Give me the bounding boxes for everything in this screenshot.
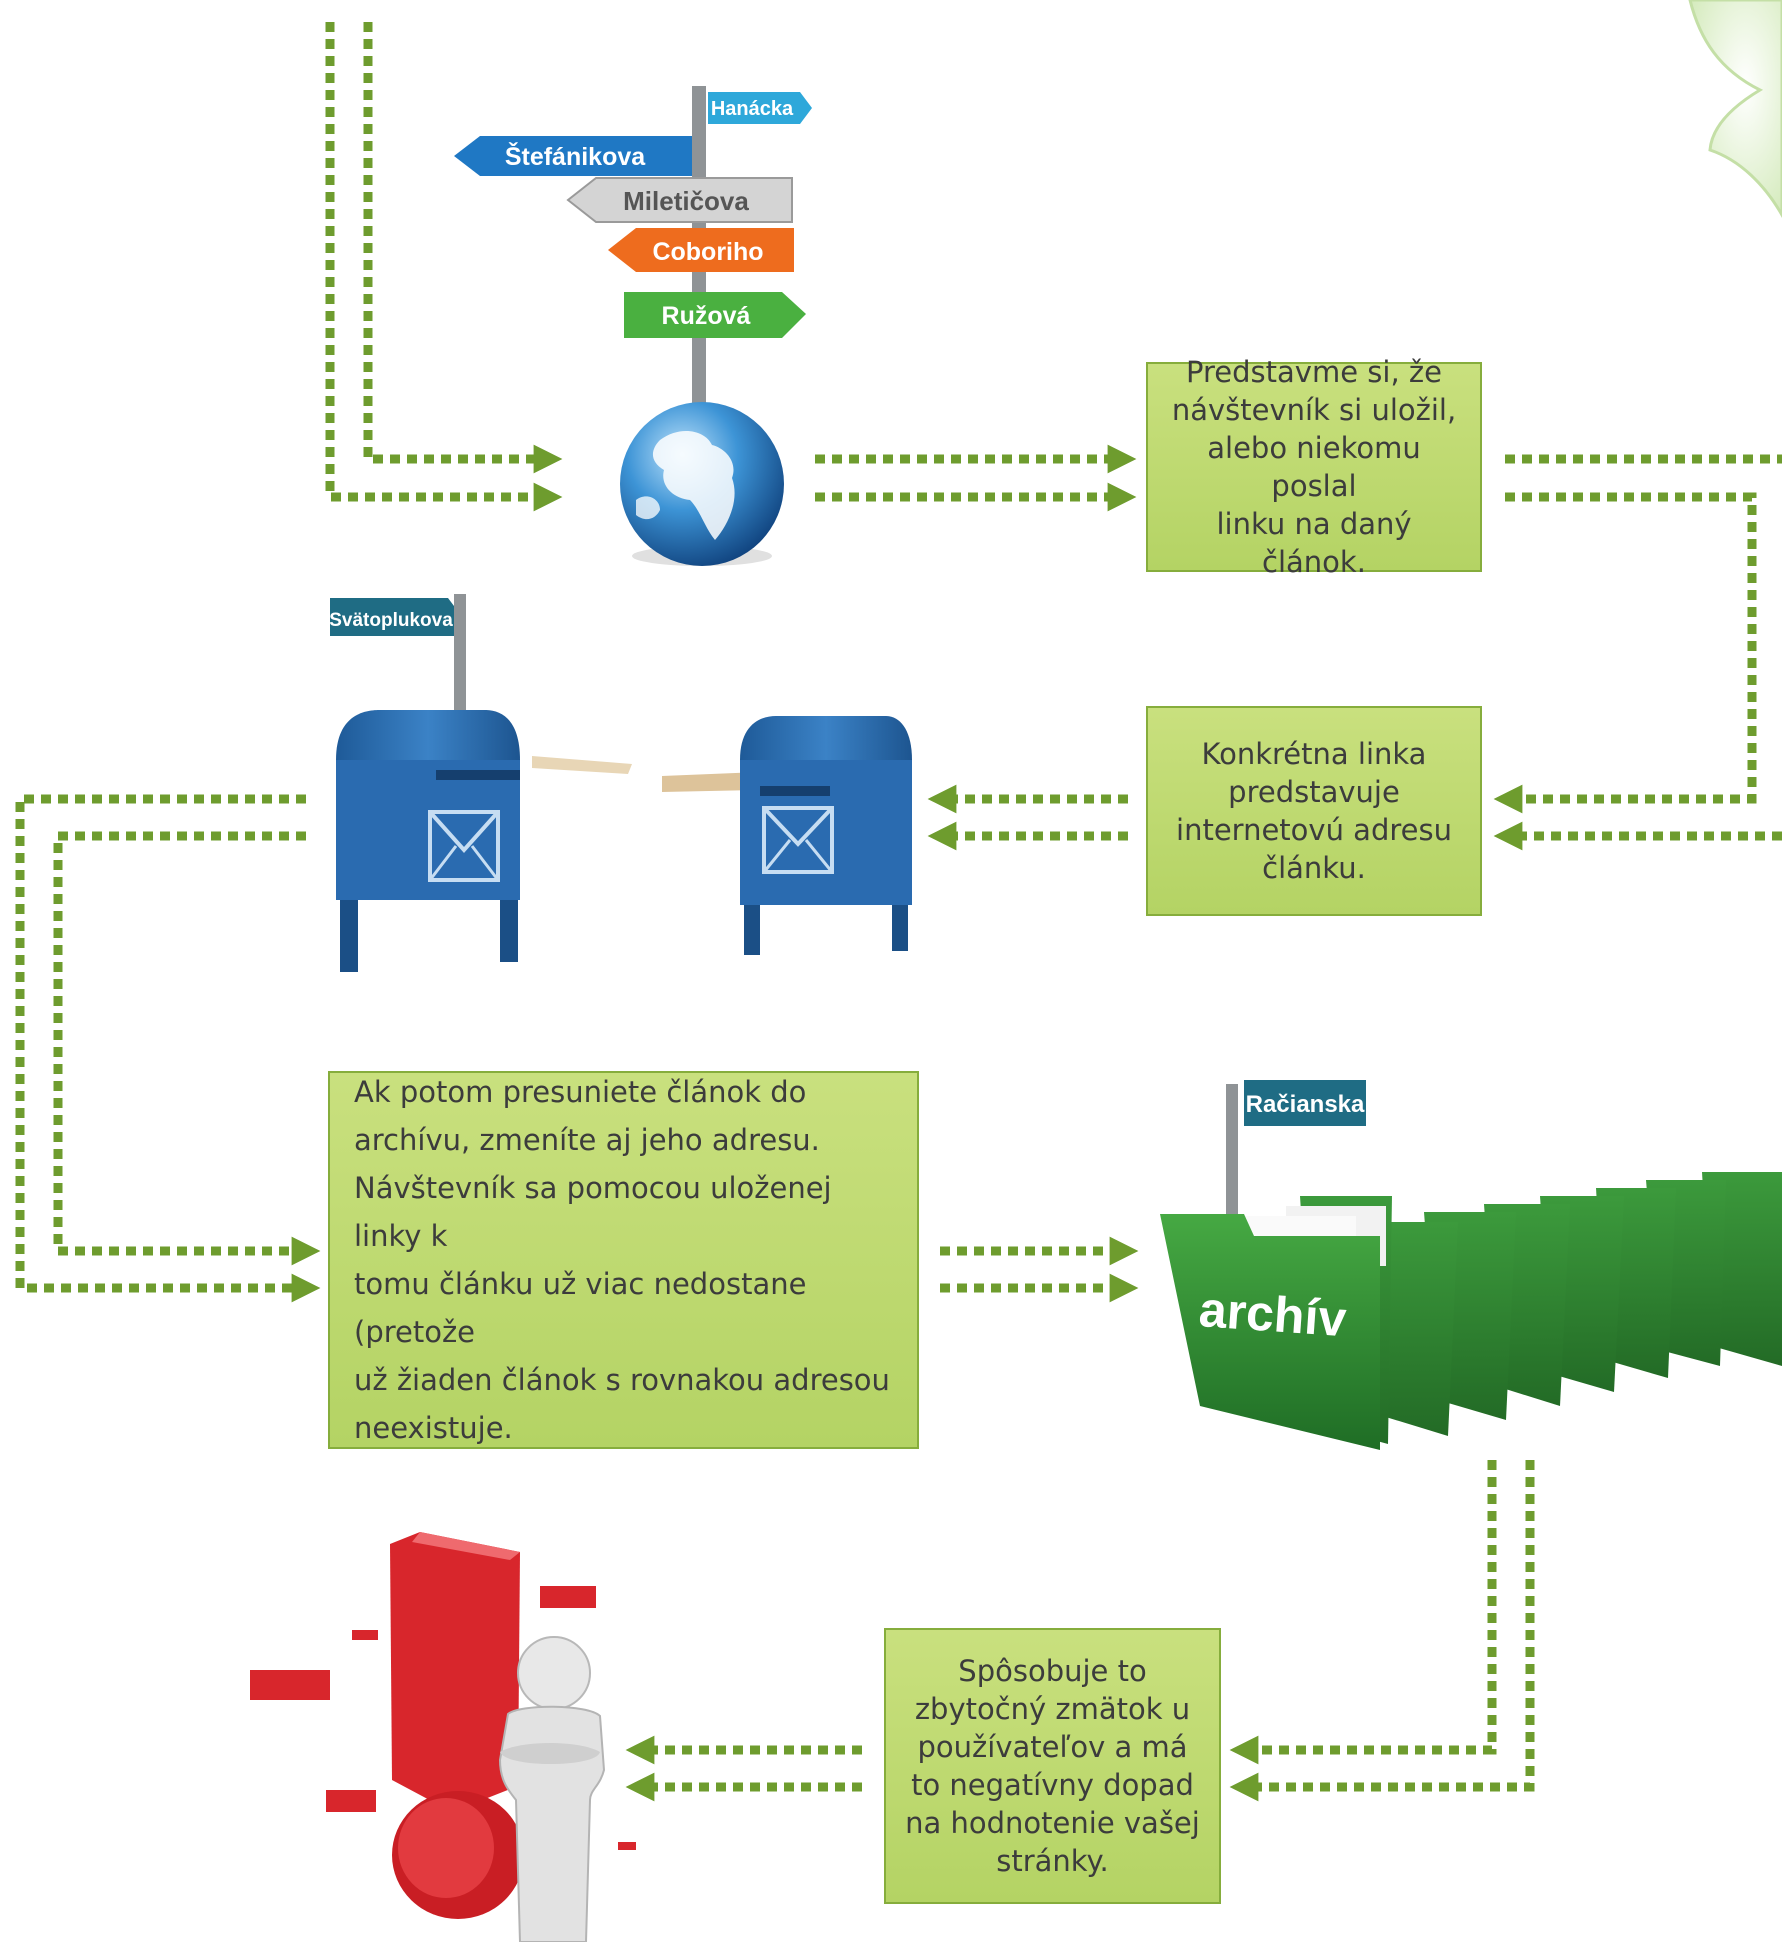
person-icon [498,1636,606,1942]
connector-note1-out-b [1493,492,1757,814]
note-saved-link: Predstavme si, že návštevník si uložil, … [1146,355,1482,579]
connector-start-outer [325,22,563,512]
exclamation-illustration [250,1532,636,1942]
mailbox-right [740,716,912,955]
folder-stack [1160,1172,1782,1450]
note-link-address: Konkrétna linka predstavuje internetovú … [1146,706,1482,916]
connector-lines [15,22,1782,1802]
sign-hanacka: Hanácka [708,92,812,124]
letter-2 [662,772,760,792]
envelope-icon [428,810,500,882]
envelope-icon [762,806,834,874]
sign-hanacka-text: Hanácka [711,98,794,120]
connector-archive-note4-outer [1229,1460,1535,1802]
connector-start-inner [363,22,563,474]
archive-sign-post [1226,1084,1238,1234]
sign-coboriho-text: Coboriho [652,238,763,266]
note-confusion: Spôsobuje to zbytočný zmätok u používate… [884,1628,1221,1904]
signpost-illustration: Hanácka Štefánikova Miletičova Coboriho … [454,86,812,566]
mailbox-sign-post [454,594,466,734]
archive-folder-label: archív [1197,1281,1348,1347]
letter-1 [532,756,632,774]
sign-coboriho: Coboriho [608,228,794,272]
mailbox-street-sign-text: Svätoplukova [329,610,453,631]
connector-mail-note3-outer [15,794,321,1303]
exclamation-icon [250,1532,636,1919]
mailbox-street-sign [330,598,454,636]
connector-archive-note4-inner [1229,1460,1497,1765]
sign-ruzova-text: Ružová [662,302,751,330]
connector-mail-note3-inner [53,831,321,1266]
globe-icon [620,402,784,566]
archive-illustration: Račianska archív [1160,1080,1782,1450]
archive-folder-front [1160,1214,1380,1450]
mailbox-left [336,710,520,972]
sign-mileticova-text: Miletičova [623,186,749,216]
sign-mileticova: Miletičova [566,177,793,223]
sign-stefanikova-text: Štefánikova [505,141,646,171]
note-archive-move: Ak potom presuniete článok do archívu, z… [328,1071,919,1449]
leaf-decoration [1688,0,1782,219]
archive-street-sign [1244,1080,1366,1126]
mailboxes-illustration: Svätoplukova [329,594,912,972]
sign-ruzova: Ružová [624,292,806,338]
sign-stefanikova: Štefánikova [454,136,692,176]
archive-street-sign-text: Račianska [1246,1091,1365,1118]
